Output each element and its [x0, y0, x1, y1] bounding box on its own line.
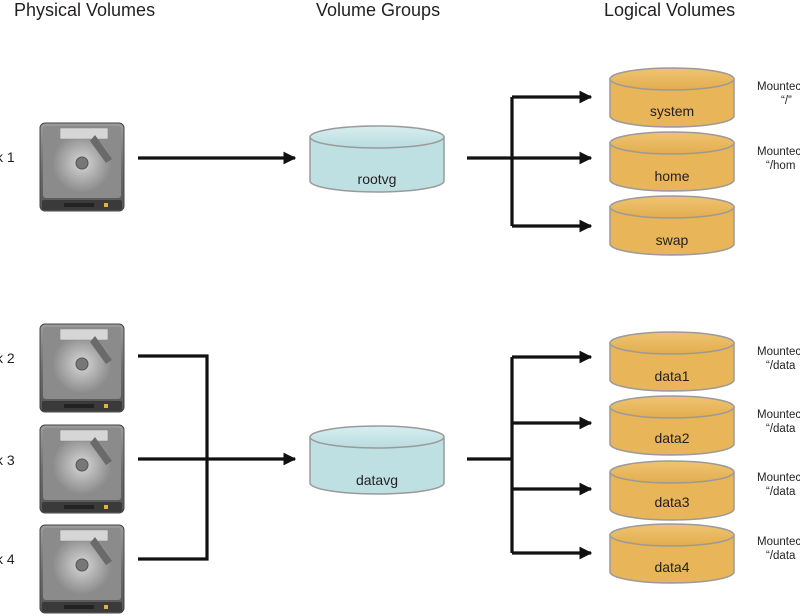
- logical-volume-system: system: [609, 67, 735, 128]
- logical-volume-swap: swap: [609, 195, 735, 256]
- mount-path: “/data: [766, 486, 796, 498]
- mount-path: “/”: [781, 95, 792, 107]
- hard-drive-icon: [39, 424, 125, 514]
- vg-label: datavg: [356, 472, 398, 488]
- mount-path: “/data: [766, 550, 796, 562]
- lv-label: data2: [654, 430, 689, 446]
- header-volume-groups: Volume Groups: [316, 0, 440, 20]
- header-physical-volumes: Physical Volumes: [14, 0, 155, 20]
- hard-drive-icon: [39, 524, 125, 614]
- disk-label-4: k 4: [0, 551, 15, 567]
- mount-path: “/data: [766, 360, 796, 372]
- logical-volume-data1: data1: [609, 331, 735, 392]
- volume-group-rootvg: rootvg: [309, 125, 445, 193]
- volume-group-datavg: datavg: [309, 425, 445, 495]
- mount-label: Mountec: [757, 472, 800, 484]
- logical-volume-data2: data2: [609, 395, 735, 456]
- logical-volume-data4: data4: [609, 523, 735, 584]
- hard-drive-icon: [39, 122, 125, 212]
- lv-label: data1: [654, 368, 689, 384]
- connector-rootvg-lvs: [467, 90, 593, 233]
- mount-label: Mountec: [757, 146, 800, 158]
- disk-label-2: k 2: [0, 350, 15, 366]
- lv-label: home: [654, 168, 689, 184]
- hard-drive-icon: [39, 323, 125, 413]
- lv-label: data3: [654, 494, 689, 510]
- mount-label: Mountec: [757, 81, 800, 93]
- connector-disks-datavg: [138, 354, 297, 561]
- logical-volume-data3: data3: [609, 460, 735, 521]
- logical-volume-home: home: [609, 131, 735, 192]
- mount-path: “/hom: [766, 160, 795, 172]
- mount-path: “/data: [766, 423, 796, 435]
- vg-label: rootvg: [358, 171, 397, 187]
- lv-label: data4: [654, 559, 689, 575]
- header-logical-volumes: Logical Volumes: [604, 0, 735, 20]
- mount-label: Mountec: [757, 409, 800, 421]
- disk-label-1: k 1: [0, 149, 15, 165]
- mount-label: Mountec: [757, 536, 800, 548]
- disk-label-3: k 3: [0, 452, 15, 468]
- lv-label: system: [650, 103, 694, 119]
- connector-datavg-lvs: [467, 350, 593, 560]
- lv-label: swap: [656, 232, 689, 248]
- mount-label: Mountec: [757, 346, 800, 358]
